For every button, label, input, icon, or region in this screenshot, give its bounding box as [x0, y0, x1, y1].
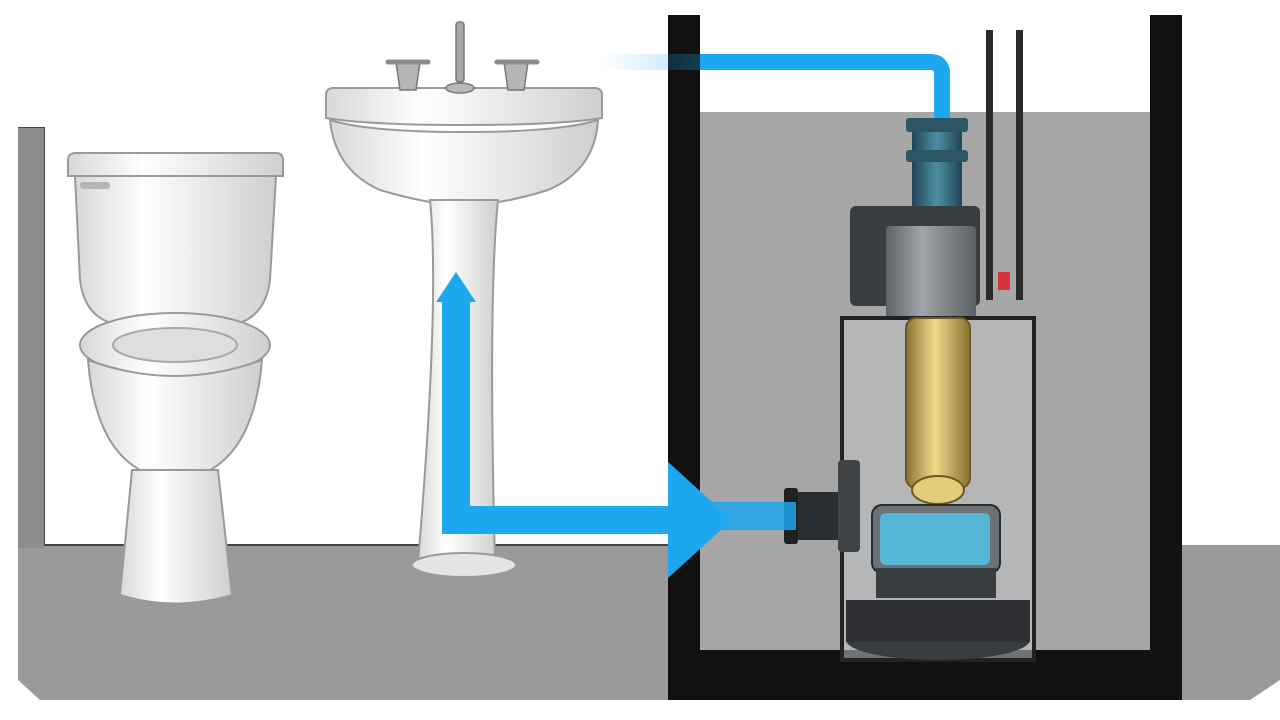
sink-icon	[325, 87, 603, 578]
arrow-icon	[436, 272, 796, 578]
discharge-pipe	[600, 54, 950, 120]
faucet-icon	[385, 21, 540, 94]
pump-icon	[784, 30, 1036, 662]
toilet-icon	[67, 152, 284, 605]
